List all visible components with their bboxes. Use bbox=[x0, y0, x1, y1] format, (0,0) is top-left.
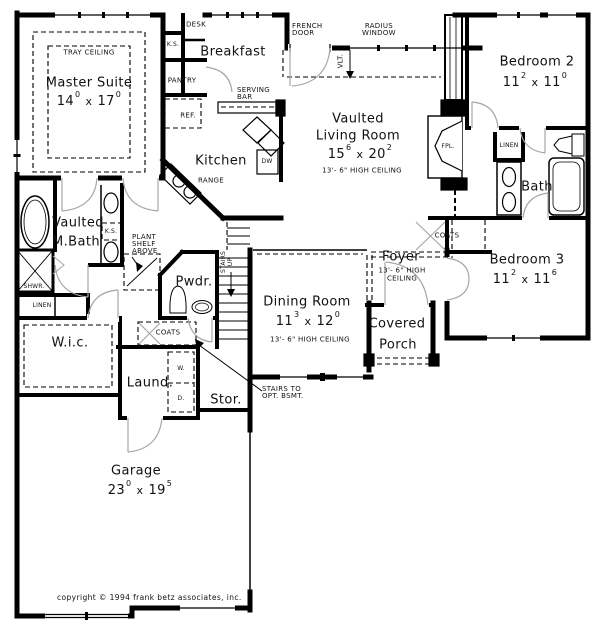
plant-shelf bbox=[123, 253, 161, 291]
linen-hall-label: LINEN bbox=[32, 302, 52, 309]
chimney bbox=[444, 14, 463, 101]
wic-label: W.i.c. bbox=[51, 335, 89, 351]
shower-glass bbox=[16, 249, 54, 293]
powder-sink bbox=[191, 300, 213, 314]
range-counter bbox=[159, 163, 202, 205]
living-room-label-1: Vaulted bbox=[332, 111, 384, 127]
bath-sink bbox=[501, 191, 517, 213]
coats-closet bbox=[137, 321, 197, 346]
tray-ceiling-outline bbox=[32, 31, 146, 173]
bath-sink bbox=[501, 166, 517, 188]
washer-label: W. bbox=[177, 365, 185, 372]
porch-label-2: Porch bbox=[379, 337, 417, 353]
stairs bbox=[217, 227, 250, 340]
bath-tub bbox=[548, 157, 585, 216]
kitchen-label: Kitchen bbox=[195, 153, 247, 169]
range-burner bbox=[183, 185, 197, 199]
mbath-shelves-label: K.S. bbox=[104, 228, 118, 235]
mbath-sink bbox=[103, 241, 119, 263]
linen-bath-label: LINEN bbox=[499, 142, 519, 149]
refrigerator-label: REF. bbox=[180, 111, 196, 120]
range-label: RANGE bbox=[198, 176, 224, 185]
dishwasher-label: DW bbox=[261, 158, 273, 165]
coats-foyer-door bbox=[415, 221, 446, 251]
breakfast-label: Breakfast bbox=[200, 44, 266, 60]
bsmt-leader bbox=[198, 344, 263, 392]
thin-walls bbox=[54, 38, 367, 592]
coats-foyer-label: COATS bbox=[434, 231, 460, 240]
washer-dryer bbox=[167, 351, 195, 413]
wall-openings bbox=[55, 124, 549, 422]
kitchen-shelves-label: K.S. bbox=[166, 41, 180, 48]
dishwasher-box bbox=[256, 149, 279, 175]
wic-shelves bbox=[23, 324, 113, 388]
foyer-label: Foyer bbox=[381, 249, 421, 265]
laundry-label: Laund. bbox=[126, 375, 174, 391]
living-room-label-2: Living Room bbox=[315, 128, 401, 144]
porch-post bbox=[428, 353, 440, 367]
porch-label-1: Covered bbox=[368, 316, 426, 332]
vault-label: VLT. bbox=[336, 53, 345, 69]
firebox bbox=[434, 120, 463, 172]
tray-ceiling-label: TRAY CEILING bbox=[63, 48, 115, 57]
powder-toilet bbox=[169, 285, 187, 314]
living-room-ceiling-note: 13'- 6" HIGH CEILING bbox=[322, 166, 402, 175]
dryer-label: D. bbox=[177, 395, 185, 402]
mbath-label-2: M.Bath bbox=[52, 234, 100, 250]
range-burner bbox=[172, 174, 186, 188]
bath-vanity bbox=[496, 161, 522, 216]
mbath-sink bbox=[103, 192, 119, 214]
bath-toilet bbox=[571, 133, 585, 157]
dining-room-label: Dining Room bbox=[263, 294, 351, 310]
porch-post bbox=[363, 353, 375, 367]
windows bbox=[13, 11, 576, 620]
kitchen-sink bbox=[242, 116, 272, 144]
bedroom3-label: Bedroom 3 bbox=[489, 252, 565, 268]
master-tub bbox=[20, 195, 50, 249]
refrigerator-outline bbox=[164, 98, 202, 129]
garage-label: Garage bbox=[110, 463, 162, 479]
coats-hall-door bbox=[138, 322, 161, 345]
foyer-ceiling-note-1: 13'- 6" HIGH bbox=[378, 266, 426, 275]
foyer-ceiling-note-2: CEILING bbox=[386, 274, 418, 283]
window-mullion-ticks bbox=[13, 12, 520, 620]
bedroom2-label: Bedroom 2 bbox=[499, 54, 575, 70]
storage-label: Stor. bbox=[210, 392, 242, 408]
dashed-features bbox=[23, 31, 486, 413]
powder-label: Pwdr. bbox=[175, 274, 213, 290]
copyright-text: copyright © 1994 frank betz associates, … bbox=[57, 593, 242, 602]
fixtures bbox=[16, 14, 585, 367]
mbath-label-1: Vaulted bbox=[52, 215, 104, 231]
arrowheads bbox=[136, 71, 354, 350]
coats-hall-label: COATS bbox=[155, 328, 181, 337]
shower-label: SHWR. bbox=[23, 283, 45, 290]
fireplace-label: FPL. bbox=[441, 143, 455, 150]
desk-label: DESK bbox=[185, 20, 207, 29]
doors bbox=[52, 47, 549, 453]
dining-room-ceiling-note: 13'- 6" HIGH CEILING bbox=[270, 335, 350, 344]
master-suite-label: Master Suite bbox=[45, 75, 133, 91]
pantry-label: PANTRY bbox=[167, 76, 197, 85]
annotations bbox=[131, 50, 351, 392]
bath-label: Bath bbox=[521, 179, 553, 195]
